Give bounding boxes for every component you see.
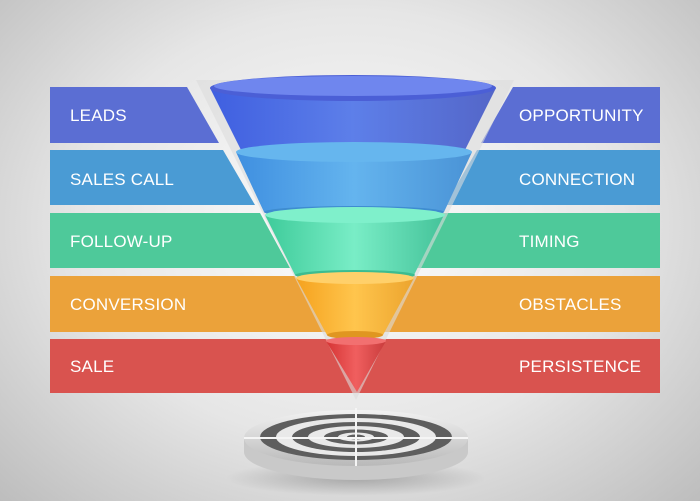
target-icon [244,408,468,480]
left-band-3 [50,213,290,268]
stage-label-conversion: CONVERSION [70,295,187,314]
stage-label-sales-call: SALES CALL [70,170,175,189]
stage-label-opportunity: OPPORTUNITY [519,106,644,125]
right-band-5 [340,339,660,393]
left-band-4 [50,276,326,332]
stage-label-sale: SALE [70,357,115,376]
stage-label-obstacles: OBSTACLES [519,295,622,314]
right-band-3 [410,213,660,268]
right-band-4 [374,276,660,332]
left-band-1 [50,87,219,143]
right-band-1 [481,87,660,143]
stage-label-leads: LEADS [70,106,127,125]
funnel-tier-4 [296,272,414,339]
left-band-5 [50,339,360,393]
stage-label-follow-up: FOLLOW-UP [70,232,173,251]
stage-label-persistence: PERSISTENCE [519,357,642,376]
stage-label-connection: CONNECTION [519,170,636,189]
left-band-2 [50,150,255,205]
funnel-tier-3 [265,207,445,280]
funnel-tier-2 [236,142,472,218]
stage-label-timing: TIMING [519,232,580,251]
right-band-2 [445,150,660,205]
funnel-tier-5 [326,337,386,392]
